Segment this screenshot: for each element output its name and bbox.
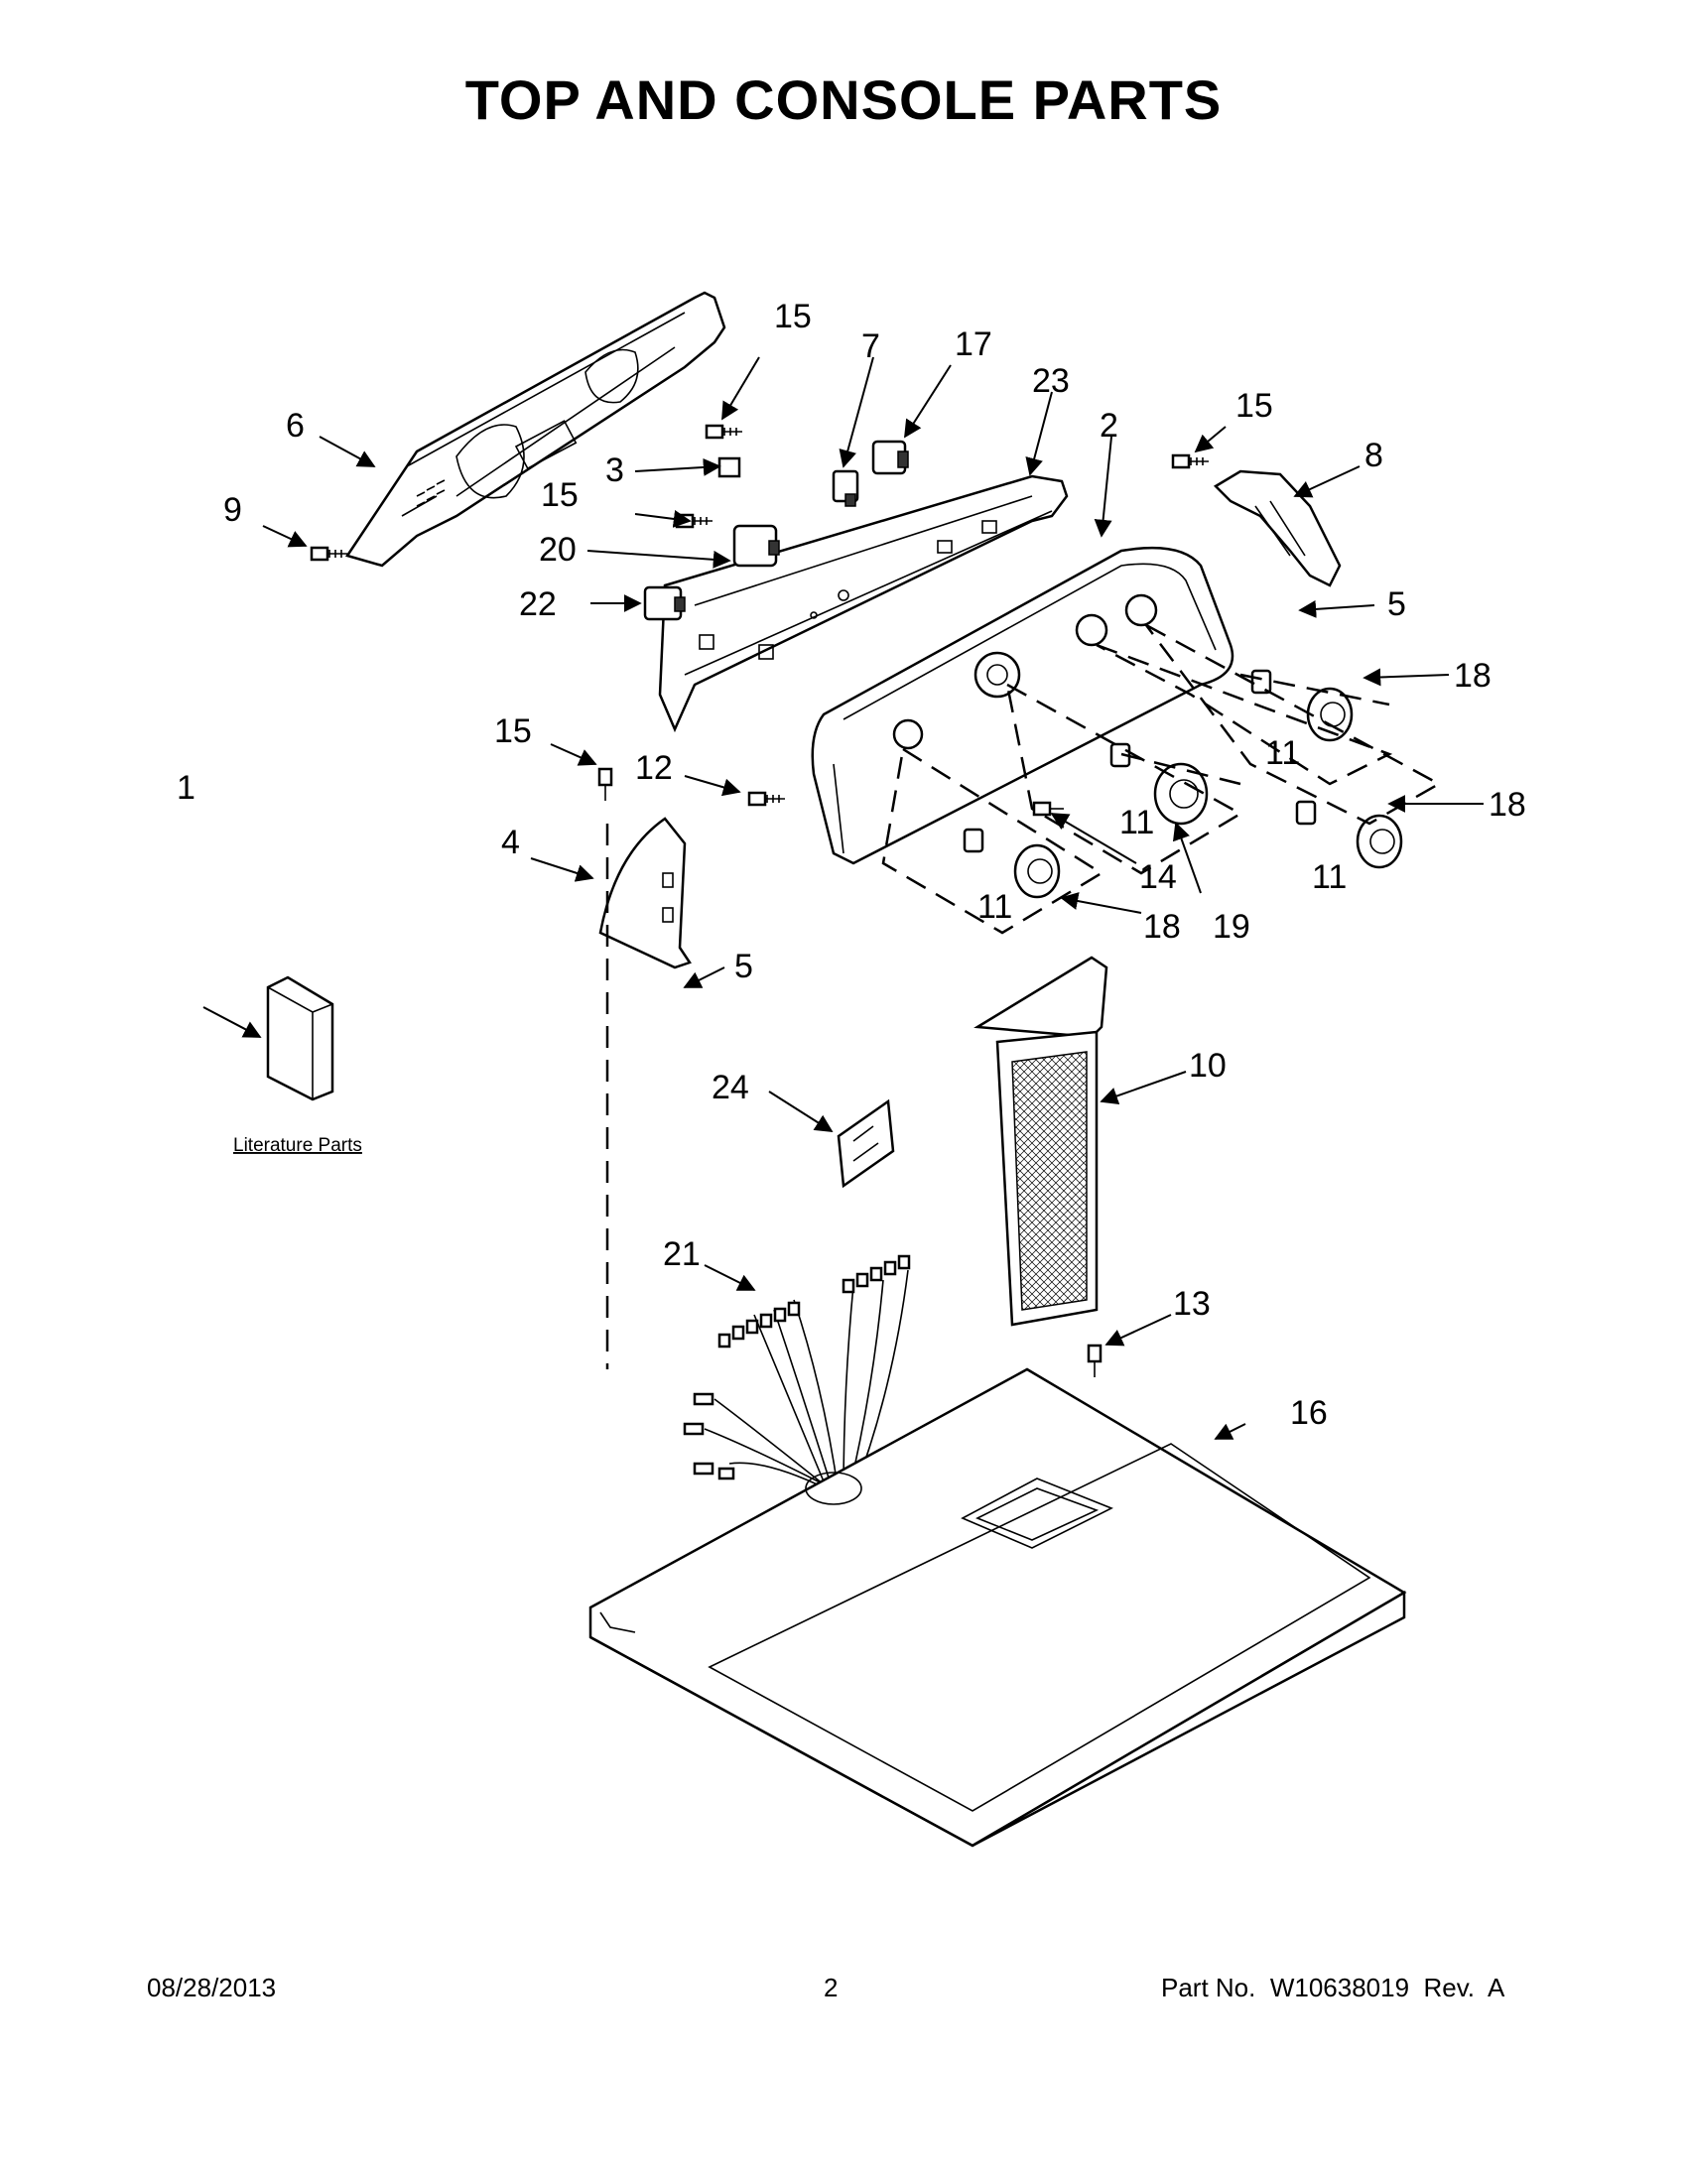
leader-lines bbox=[202, 356, 1484, 1440]
label-part-19: 19 bbox=[1213, 908, 1250, 946]
label-part-11-d: 11 bbox=[977, 888, 1012, 926]
screws bbox=[310, 424, 1209, 1377]
label-part-11-b: 11 bbox=[1119, 804, 1154, 841]
literature-label: Literature Parts bbox=[233, 1135, 362, 1156]
rear-console-panel bbox=[345, 291, 726, 568]
alignment-guides bbox=[605, 623, 1442, 1369]
top-panel bbox=[588, 1367, 1407, 1848]
label-part-16: 16 bbox=[1290, 1394, 1328, 1432]
label-part-11-a: 11 bbox=[1265, 734, 1300, 772]
label-part-15-b: 15 bbox=[1235, 387, 1273, 425]
footer-part-number: Part No. W10638019 Rev. A bbox=[1161, 1973, 1505, 2002]
control-board bbox=[837, 1098, 895, 1189]
callout-labels: 1 2 3 4 5 5 6 7 8 9 10 11 11 11 11 12 13… bbox=[177, 298, 1526, 1432]
lint-screen bbox=[973, 956, 1108, 1327]
label-part-5-right: 5 bbox=[1387, 585, 1406, 623]
label-part-5-left: 5 bbox=[734, 948, 753, 985]
label-part-9: 9 bbox=[223, 491, 242, 529]
label-part-15-d: 15 bbox=[494, 712, 532, 750]
literature-part: Literature Parts bbox=[233, 975, 362, 1156]
label-part-21: 21 bbox=[663, 1235, 701, 1273]
label-part-20: 20 bbox=[539, 531, 577, 569]
page-title: TOP AND CONSOLE PARTS bbox=[464, 68, 1223, 131]
left-end-cap bbox=[598, 817, 692, 969]
label-part-3: 3 bbox=[605, 451, 624, 489]
label-part-18-c: 18 bbox=[1143, 908, 1181, 946]
footer-page-number: 2 bbox=[824, 1973, 839, 2002]
switch-parts bbox=[643, 440, 909, 621]
label-part-17: 17 bbox=[955, 325, 992, 363]
label-part-4: 4 bbox=[501, 824, 520, 861]
label-part-1: 1 bbox=[177, 769, 195, 807]
label-part-10: 10 bbox=[1189, 1047, 1227, 1085]
knobs bbox=[963, 669, 1403, 899]
label-part-8: 8 bbox=[1364, 437, 1383, 474]
label-part-22: 22 bbox=[519, 585, 557, 623]
label-part-14: 14 bbox=[1139, 858, 1177, 896]
label-part-2: 2 bbox=[1100, 407, 1118, 445]
footer-date: 08/28/2013 bbox=[147, 1973, 277, 2002]
label-part-15-c: 15 bbox=[541, 476, 579, 514]
label-part-13: 13 bbox=[1173, 1285, 1211, 1323]
label-part-24: 24 bbox=[712, 1069, 749, 1106]
label-part-15-a: 15 bbox=[774, 298, 812, 335]
label-part-18-a: 18 bbox=[1454, 657, 1492, 695]
wire-harness bbox=[683, 1254, 911, 1494]
label-part-11-c: 11 bbox=[1312, 858, 1347, 896]
label-part-7: 7 bbox=[861, 327, 880, 365]
right-end-cap bbox=[1213, 469, 1342, 587]
console-bracket bbox=[658, 474, 1069, 733]
label-part-12: 12 bbox=[635, 749, 673, 787]
label-part-23: 23 bbox=[1032, 362, 1070, 400]
label-part-18-b: 18 bbox=[1489, 786, 1526, 824]
label-part-6: 6 bbox=[286, 407, 305, 445]
